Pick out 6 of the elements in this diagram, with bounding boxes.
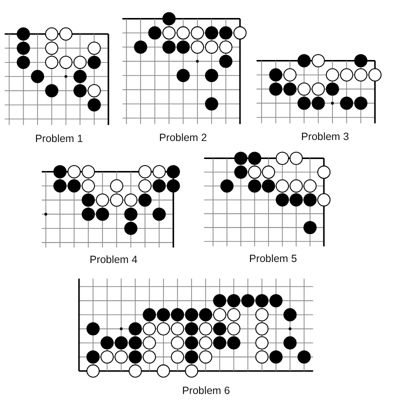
problem-caption: Problem 1 <box>35 134 83 144</box>
problem-caption: Problem 5 <box>249 254 297 264</box>
problem-caption: Problem 4 <box>90 254 138 266</box>
problem-caption: Problem 3 <box>301 132 349 142</box>
problem-caption: Problem 6 <box>182 385 230 396</box>
problem-caption: Problem 2 <box>159 132 207 143</box>
